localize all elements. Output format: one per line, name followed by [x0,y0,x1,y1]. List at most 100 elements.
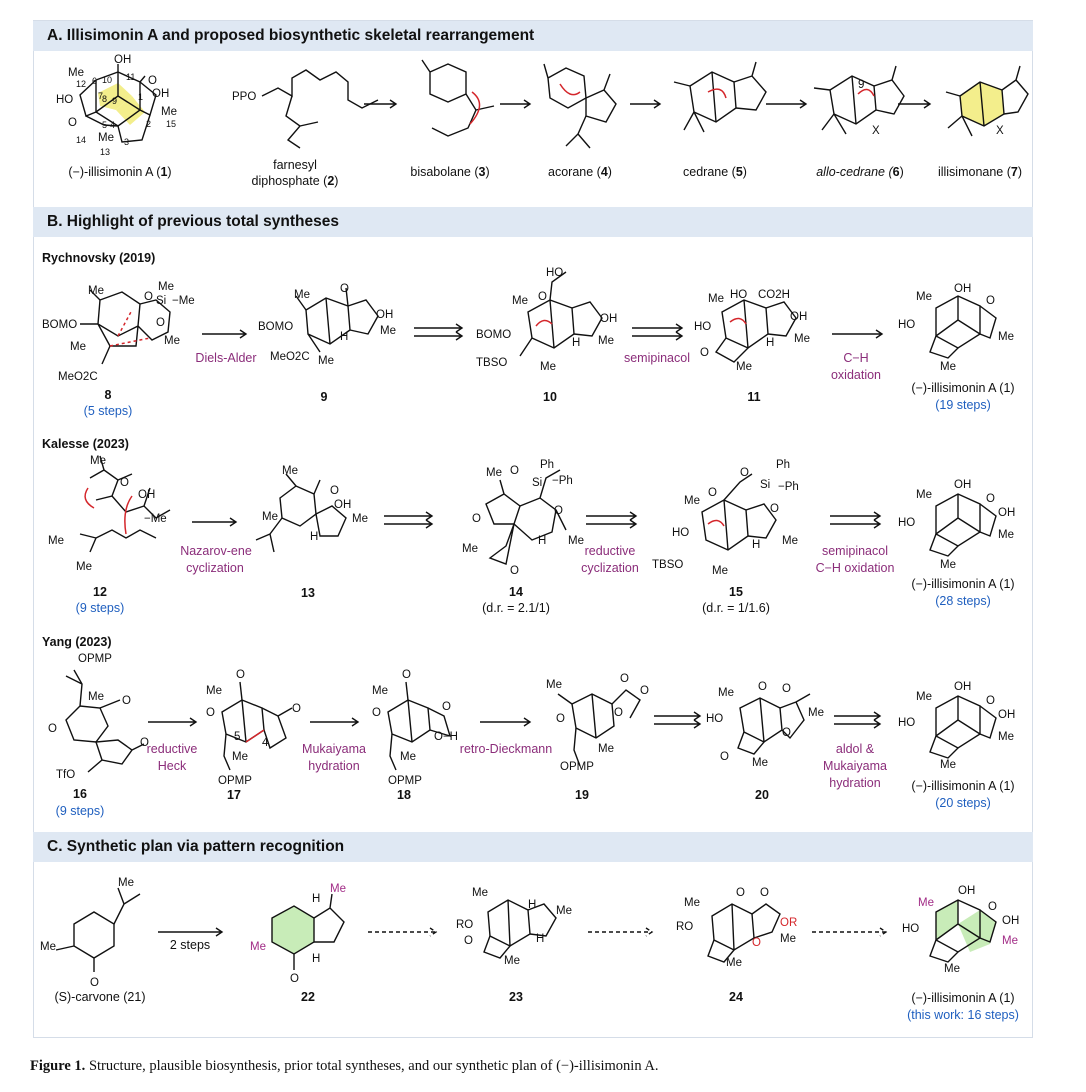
atom-o-19b: O [640,685,649,697]
compound-15-structure [701,473,777,551]
locant-8: 8 [102,94,107,104]
cond-semipinacol: semipinacol [623,351,690,365]
atom-o-20b: O [782,683,791,695]
compound-22-number: 22 [301,990,315,1004]
compound-13-number: 13 [301,586,315,600]
atom-me-24c: Me [726,957,742,969]
atom-me-1l: Me [944,963,960,975]
atom-me-8d: Me [164,335,180,347]
atom-me-15c: Me [712,565,728,577]
atom-o-16a: O [122,695,131,707]
atom-si-14: Si [532,477,542,489]
atom-me-21b: Me [40,941,56,953]
atom-ro-23: RO [456,919,473,931]
compound-19-number: 19 [575,788,589,802]
cond-cyclization-2: cyclization [581,561,639,575]
compound-15-dr: (d.r. = 1/1.6) [702,601,770,615]
atom-me: Me [68,67,84,79]
kalesse-product-name: (−)-illisimonin A (1) [911,577,1015,591]
atom-ho-1a: HO [898,319,915,331]
atom-me-13c: Me [262,511,278,523]
atom-ho-10: HO [546,267,563,279]
illisimonin-a-c-structure [929,899,997,963]
atom-me-20c: Me [752,757,768,769]
atom-me-2: Me [161,106,177,118]
atom-me-19b: Me [598,743,614,755]
compound-7-label: illisimonane (7) [937,165,1023,179]
atom-tbso-15: TBSO [652,559,683,571]
atom-ho-15: HO [672,527,689,539]
kalesse-author: Kalesse (2023) [42,437,129,451]
atom-o-23: O [464,935,473,947]
atom-me-12d: Me [76,561,92,573]
compound-2-label: farnesyl [273,158,317,172]
cond-ch: C−H [843,351,869,365]
atom-me-8c: Me [158,281,174,293]
atom-ho-20: HO [706,713,723,725]
panel-b-header: B. Highlight of previous total syntheses [33,207,1033,237]
atom-ho-11b: HO [694,321,711,333]
compound-20-number: 20 [755,788,769,802]
atom-me-8e: Me [70,341,86,353]
atom-o-18b: O [372,707,381,719]
compound-11-structure [714,299,797,363]
compound-14-structure [485,469,567,565]
atom-o: O [148,75,157,87]
atom-ho-1g: HO [898,717,915,729]
biosynthesis-arrows [364,99,932,109]
illisimonane-structure [945,65,1029,137]
compound-12-steps: (9 steps) [75,601,125,615]
figure-caption: Figure 1. Structure, plausible biosynthe… [30,1058,659,1075]
compound-2-label-2: diphosphate (2) [251,174,339,188]
caption-text: Structure, plausible biosynthesis, prior… [85,1058,659,1074]
compound-10-structure [519,271,603,357]
yang-author: Yang (2023) [42,635,112,649]
panel-c-product-steps: (this work: 16 steps) [907,1008,1019,1022]
atom-me-17: Me [206,685,222,697]
kalesse-product-steps: (28 steps) [935,594,991,608]
compound-9-structure [295,287,379,353]
locant-13: 13 [100,147,110,157]
atom-o-8a: O [144,291,153,303]
compound-18-structure [387,681,452,771]
atom-ph-15a: −Ph [778,481,799,493]
atom-si-15: Si [760,479,770,491]
atom-o-1j: O [988,901,997,913]
atom-h-23b: H [536,933,544,945]
compound-11-number: 11 [747,390,761,404]
atom-ho: HO [56,94,73,106]
atom-o-12: O [120,477,129,489]
atom-me-10c: Me [540,361,556,373]
atom-me-9b: Me [380,325,396,337]
bisabolane-structure [421,59,495,137]
atom-me-1a: Me [916,291,932,303]
atom-o-10: O [538,291,547,303]
atom-me-1j: Me [918,897,934,909]
atom-me-12a: Me [90,455,106,467]
atom-o-14c: O [554,505,563,517]
atom-ho-1j: HO [902,923,919,935]
atom-o-20a: O [758,681,767,693]
atom-h-11: H [766,337,774,349]
atom-tbso-10: TBSO [476,357,507,369]
atom-me-16: Me [88,691,104,703]
atom-me-1k: Me [1002,935,1018,947]
atom-me-9c: Me [318,355,334,367]
compound-1-label: (−)-illisimonin A (1) [68,165,172,179]
cond-reductive: reductive [584,544,636,558]
locant-6: 6 [92,76,97,86]
illisimonin-a-b2-structure [929,493,997,557]
atom-o-20c: O [782,727,791,739]
atom-me-10a: Me [512,295,528,307]
locant-2: 2 [146,119,151,129]
atom-o-17c: O [292,703,301,715]
atom-oh-1k: OH [1002,915,1019,927]
atom-h-9: H [340,331,348,343]
figure-frame [33,20,1033,1038]
atom-me-14b: Me [568,535,584,547]
atom-tfo-16: TfO [56,769,75,781]
illisimonin-a-b1-structure [929,295,997,359]
atom-me-1d: Me [916,489,932,501]
atom-me-15a: Me [684,495,700,507]
